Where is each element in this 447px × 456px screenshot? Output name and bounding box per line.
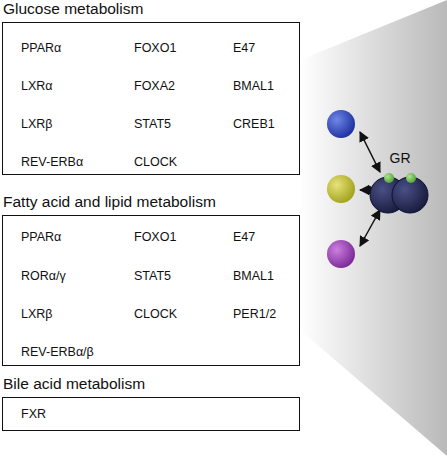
- ligand-sphere: [406, 173, 416, 183]
- factor-name: FXR: [21, 407, 46, 421]
- receptor-node: GR: [365, 150, 435, 220]
- purple-sphere: [327, 240, 355, 268]
- factor-name: STAT5: [134, 117, 171, 131]
- factor-name: CLOCK: [134, 307, 177, 321]
- factor-name: PER1/2: [233, 307, 276, 321]
- factor-name: LXRβ: [21, 307, 53, 321]
- factor-name: BMAL1: [233, 269, 274, 283]
- box-heading: Glucose metabolism: [3, 0, 143, 18]
- double-arrow: [360, 210, 380, 246]
- factor-name: FOXO1: [134, 230, 176, 244]
- ligand-sphere: [384, 173, 394, 183]
- category-box: Fatty acid and lipid metabolismPPARαFOXO…: [2, 215, 300, 366]
- factor-name: REV-ERBα: [21, 155, 83, 169]
- box-heading: Bile acid metabolism: [3, 375, 145, 393]
- category-box: Bile acid metabolismFXR: [2, 397, 300, 431]
- category-box: Glucose metabolismPPARαFOXO1E47LXRαFOXA2…: [2, 22, 300, 175]
- factor-name: FOXA2: [134, 79, 175, 93]
- factor-name: STAT5: [134, 269, 171, 283]
- yellow-sphere: [327, 175, 355, 203]
- receptor-label: GR: [365, 150, 435, 166]
- factor-name: LXRβ: [21, 117, 53, 131]
- factor-name: FOXO1: [134, 41, 176, 55]
- blue-sphere: [327, 110, 355, 138]
- factor-name: E47: [233, 41, 255, 55]
- factor-name: PPARα: [21, 41, 61, 55]
- factor-name: CREB1: [233, 117, 275, 131]
- factor-name: CLOCK: [134, 155, 177, 169]
- double-arrow: [360, 132, 380, 172]
- factor-name: LXRα: [21, 79, 53, 93]
- factor-name: RORα/γ: [21, 269, 66, 283]
- factor-name: E47: [233, 230, 255, 244]
- factor-name: PPARα: [21, 230, 61, 244]
- gray-wedge: [300, 0, 447, 456]
- factor-name: REV-ERBα/β: [21, 345, 94, 359]
- factor-name: BMAL1: [233, 79, 274, 93]
- box-heading: Fatty acid and lipid metabolism: [3, 193, 216, 211]
